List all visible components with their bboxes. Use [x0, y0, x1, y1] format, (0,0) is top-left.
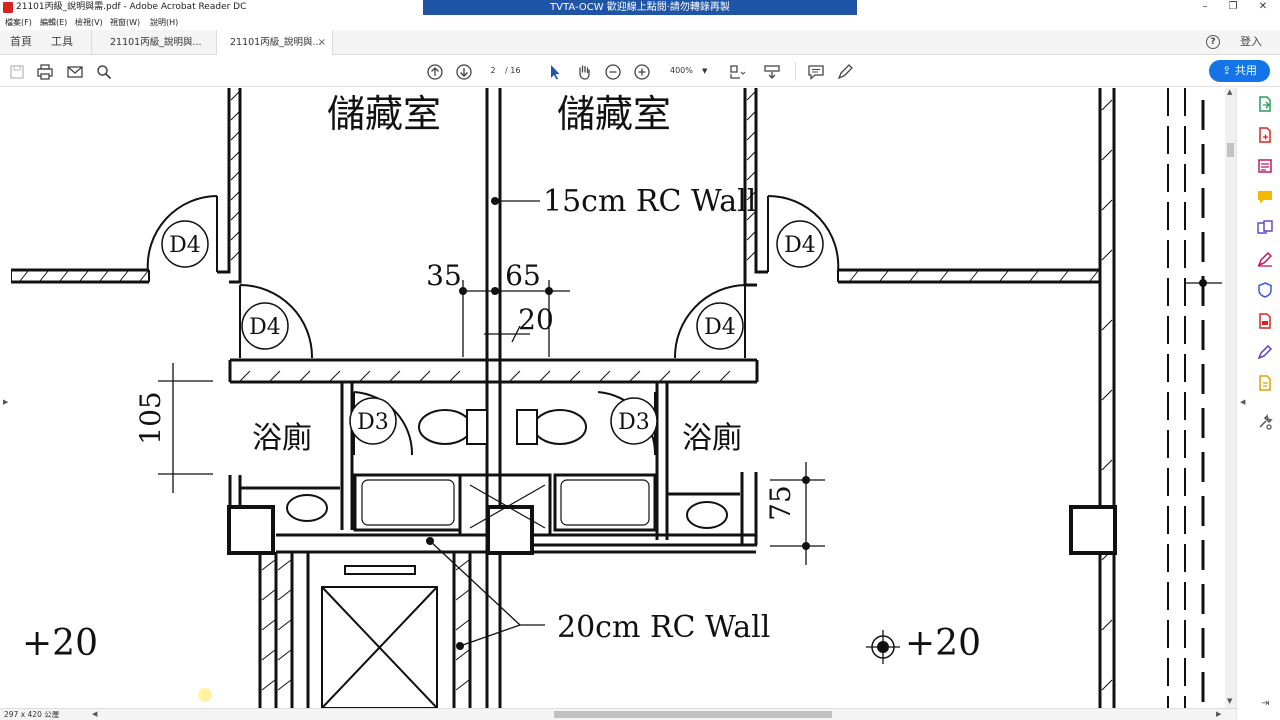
- zoom-level-value: 400%: [670, 66, 693, 75]
- toolbar: 2 / 16 400% ▼ ⇪ 共用: [0, 56, 1280, 87]
- organize-pages-icon[interactable]: [1257, 313, 1273, 329]
- pen-icon[interactable]: [836, 63, 854, 81]
- send-for-review-icon[interactable]: [1257, 375, 1273, 391]
- comment-tool-icon[interactable]: [1257, 189, 1273, 205]
- dim-label-65: 65: [505, 259, 541, 292]
- wall-label-20cm: 20cm RC Wall: [557, 610, 770, 645]
- chevron-down-icon: ▼: [702, 67, 708, 75]
- share-icon: ⇪: [1222, 64, 1235, 77]
- horizontal-scroll-thumb[interactable]: [554, 711, 832, 718]
- request-signature-icon[interactable]: [1257, 344, 1273, 360]
- room-label-storage-right: 儲藏室: [557, 92, 671, 136]
- level-label-left: +20: [22, 623, 98, 664]
- zoom-out-icon[interactable]: [604, 63, 622, 81]
- fill-sign-icon[interactable]: [1257, 251, 1273, 267]
- next-page-icon[interactable]: [455, 63, 473, 81]
- expand-left-panel-icon[interactable]: ▶: [3, 398, 9, 406]
- more-tools-wrench-icon[interactable]: [1257, 414, 1273, 430]
- menu-edit[interactable]: 編輯(E): [40, 18, 68, 27]
- menu-bar: 檔案(F) 編輯(E) 檢視(V) 視窗(W) 說明(H): [0, 15, 1280, 30]
- collapse-right-panel-icon[interactable]: ◀: [1240, 398, 1246, 406]
- menu-view[interactable]: 檢視(V): [75, 18, 103, 27]
- right-tools-panel: ◀ ⇥: [1236, 88, 1280, 720]
- share-button[interactable]: ⇪ 共用: [1209, 60, 1270, 82]
- page-total: / 16: [505, 66, 521, 75]
- page-number-input[interactable]: 2: [490, 66, 496, 75]
- combine-files-icon[interactable]: [1257, 220, 1273, 236]
- zoom-in-icon[interactable]: [633, 63, 651, 81]
- door-tag-d4-c: D4: [249, 315, 281, 340]
- toolbar-separator: [795, 62, 796, 81]
- minimize-button[interactable]: –: [1202, 1, 1208, 12]
- save-icon[interactable]: [8, 63, 26, 81]
- level-label-right: +20: [905, 623, 981, 664]
- scroll-right-icon[interactable]: ▶: [1216, 710, 1222, 718]
- scroll-up-icon[interactable]: ▲: [1227, 88, 1233, 96]
- room-label-bath-right: 浴廁: [682, 421, 742, 456]
- panel-expand-icon[interactable]: ⇥: [1261, 698, 1270, 709]
- dim-label-35: 35: [426, 259, 462, 292]
- tab-document-1-label: 21101丙級_說明與...: [110, 37, 202, 48]
- vertical-scroll-thumb[interactable]: [1227, 143, 1234, 157]
- comment-icon[interactable]: [807, 63, 825, 81]
- dim-label-75: 75: [764, 485, 797, 521]
- export-pdf-icon[interactable]: [1257, 96, 1273, 112]
- tab-bar: 首頁 工具 21101丙級_說明與... 21101丙級_說明與... × ? …: [0, 30, 1280, 55]
- hand-tool-icon[interactable]: [575, 63, 593, 81]
- dim-label-20: 20: [518, 303, 554, 336]
- menu-window[interactable]: 視窗(W): [110, 18, 141, 27]
- tab-close-icon[interactable]: ×: [317, 37, 326, 48]
- watermark-banner: TVTA-OCW 歡迎線上點閱‧請勿轉錄再製: [423, 0, 857, 15]
- door-tag-d4-a: D4: [169, 233, 201, 258]
- left-panel-strip: ▶: [0, 88, 11, 708]
- home-tools-group: 首頁 工具: [0, 30, 90, 54]
- login-link[interactable]: 登入: [1240, 35, 1262, 48]
- help-icon[interactable]: ?: [1206, 35, 1220, 49]
- mouse-cursor-highlight: [198, 688, 212, 702]
- protect-shield-icon[interactable]: [1257, 282, 1273, 298]
- door-tag-d4-b: D4: [784, 233, 816, 258]
- floor-plan-drawing: D4 D4 D4 D4 D3 D3 儲藏室 儲藏室 浴廁 浴廁 15cm RC …: [11, 88, 1222, 708]
- select-arrow-icon[interactable]: [546, 63, 564, 81]
- status-bar: 297 x 420 公厘 ◀ ▶: [0, 708, 1236, 720]
- wall-label-15cm: 15cm RC Wall: [543, 184, 756, 219]
- room-label-bath-left: 浴廁: [252, 421, 312, 456]
- zoom-level-select[interactable]: 400% ▼: [664, 64, 714, 78]
- close-window-button[interactable]: ✕: [1258, 1, 1268, 12]
- door-tag-d3-b: D3: [618, 410, 650, 435]
- scroll-left-icon[interactable]: ◀: [92, 710, 98, 718]
- tab-document-1[interactable]: 21101丙級_說明與...: [91, 30, 216, 55]
- print-icon[interactable]: [36, 63, 54, 81]
- door-tag-d3-a: D3: [357, 410, 389, 435]
- window-title: 21101丙級_說明與需.pdf - Adobe Acrobat Reader …: [16, 2, 247, 12]
- previous-page-icon[interactable]: [426, 63, 444, 81]
- menu-file[interactable]: 檔案(F): [5, 18, 32, 27]
- page-size-label: 297 x 420 公厘: [4, 710, 60, 719]
- edit-pdf-icon[interactable]: [1257, 158, 1273, 174]
- room-label-storage-left: 儲藏室: [327, 92, 441, 136]
- door-tag-d4-d: D4: [704, 315, 736, 340]
- document-view[interactable]: D4 D4 D4 D4 D3 D3 儲藏室 儲藏室 浴廁 浴廁 15cm RC …: [11, 88, 1225, 708]
- vertical-scrollbar[interactable]: ▲ ▼: [1225, 88, 1236, 708]
- scroll-down-icon[interactable]: ▼: [1227, 697, 1233, 705]
- scroll-mode-icon[interactable]: [763, 63, 781, 81]
- dim-label-105: 105: [134, 391, 167, 444]
- share-label: 共用: [1234, 64, 1257, 77]
- restore-button[interactable]: ❐: [1228, 1, 1238, 12]
- tab-document-2[interactable]: 21101丙級_說明與... ×: [216, 30, 333, 55]
- create-pdf-icon[interactable]: [1257, 127, 1273, 143]
- tab-document-2-label: 21101丙級_說明與...: [230, 37, 322, 48]
- tab-tools[interactable]: 工具: [51, 35, 73, 48]
- page-fit-icon[interactable]: [728, 63, 746, 81]
- tab-home[interactable]: 首頁: [10, 35, 32, 48]
- search-icon[interactable]: [95, 63, 113, 81]
- acrobat-app-icon: [3, 2, 13, 13]
- menu-help[interactable]: 說明(H): [150, 18, 179, 27]
- email-icon[interactable]: [66, 63, 84, 81]
